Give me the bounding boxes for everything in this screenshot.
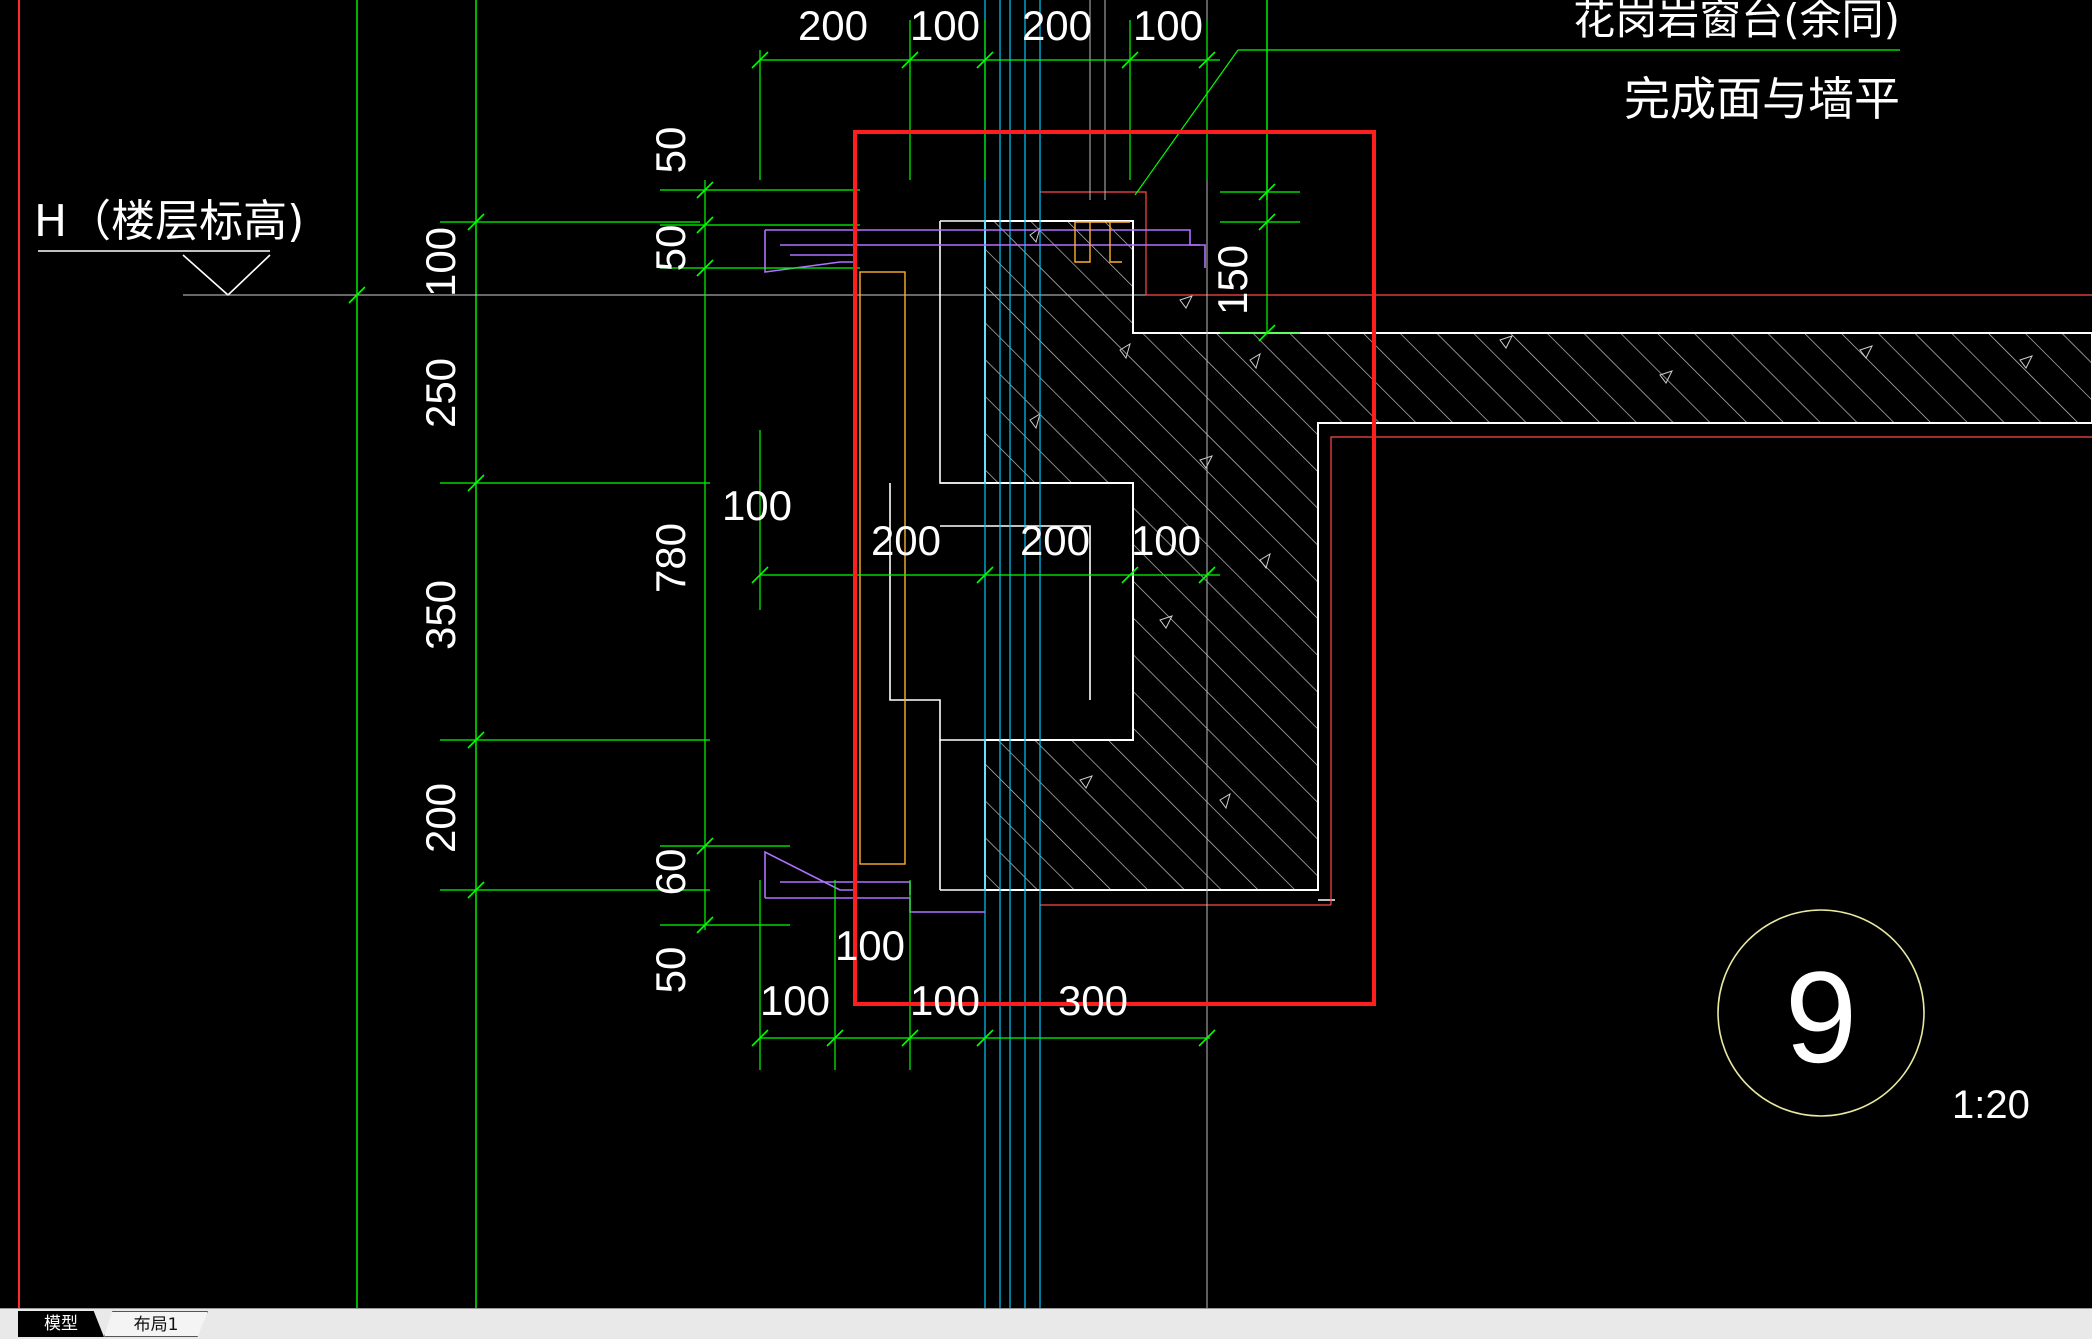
tab-layout1[interactable]: 布局1 — [104, 1311, 208, 1337]
dim-text: 200 — [871, 517, 941, 564]
dim-text: 60 — [647, 849, 694, 896]
annotation-granite-sill: 花岗岩窗台(余同) — [1573, 0, 1900, 44]
dims-bottom: 100 100 100 300 — [760, 922, 1128, 1024]
annotation-finish-flush: 完成面与墙平 — [1624, 72, 1900, 126]
dim-text: 200 — [1020, 517, 1090, 564]
dimension-lines — [440, 20, 1900, 1070]
dim-text: 100 — [835, 922, 905, 969]
dim-text: 50 — [647, 225, 694, 272]
dim-text: 250 — [417, 358, 464, 428]
tab-model[interactable]: 模型 — [18, 1311, 104, 1337]
concrete-aggregate-marks — [1029, 226, 2033, 810]
dim-text: 100 — [910, 2, 980, 49]
dim-right-150: 150 — [1209, 245, 1256, 315]
dim-text: 100 — [760, 977, 830, 1024]
dim-text: 200 — [1022, 2, 1092, 49]
scale-label: 1:20 — [1952, 1083, 2030, 1127]
dim-text: 50 — [647, 127, 694, 174]
glass-lines — [984, 0, 1041, 1308]
dims-left-inner: 50 50 780 60 50 — [647, 127, 694, 994]
grid-lines — [356, 0, 1268, 1308]
dim-text: 300 — [1058, 977, 1128, 1024]
dims-left-outer: 100 250 350 200 — [417, 227, 464, 853]
red-finish-lines — [1040, 191, 2092, 906]
dim-text: 350 — [417, 580, 464, 650]
wall-outlines — [889, 220, 1335, 901]
dimension-ticks — [348, 51, 1276, 1047]
dim-text: 100 — [722, 482, 792, 529]
dim-text: 780 — [647, 523, 694, 593]
floor-level-label: H（楼层标高) — [34, 196, 304, 247]
glass-lines-gray — [1089, 0, 1208, 1308]
detail-circle — [1717, 909, 1925, 1117]
dim-text: 100 — [1133, 2, 1203, 49]
dims-top: 200 100 200 100 — [798, 2, 1203, 49]
detail-number: 9 — [1785, 944, 1857, 1090]
dim-text: 100 — [417, 227, 464, 297]
dim-text: 100 — [910, 977, 980, 1024]
dim-text: 100 — [1131, 517, 1201, 564]
dims-middle: 100 200 200 100 — [722, 482, 1201, 564]
highlight-rectangle — [853, 130, 1376, 1006]
layout-tab-bar: 模型 布局1 — [0, 1308, 2092, 1339]
dim-text: 200 — [798, 2, 868, 49]
dim-text: 50 — [647, 947, 694, 994]
cad-drawing-canvas[interactable]: 花岗岩窗台(余同) 完成面与墙平 H（楼层标高) 9 1:20 200 100 … — [0, 0, 2092, 1308]
inner-panel — [859, 221, 1130, 865]
dim-text: 200 — [417, 783, 464, 853]
